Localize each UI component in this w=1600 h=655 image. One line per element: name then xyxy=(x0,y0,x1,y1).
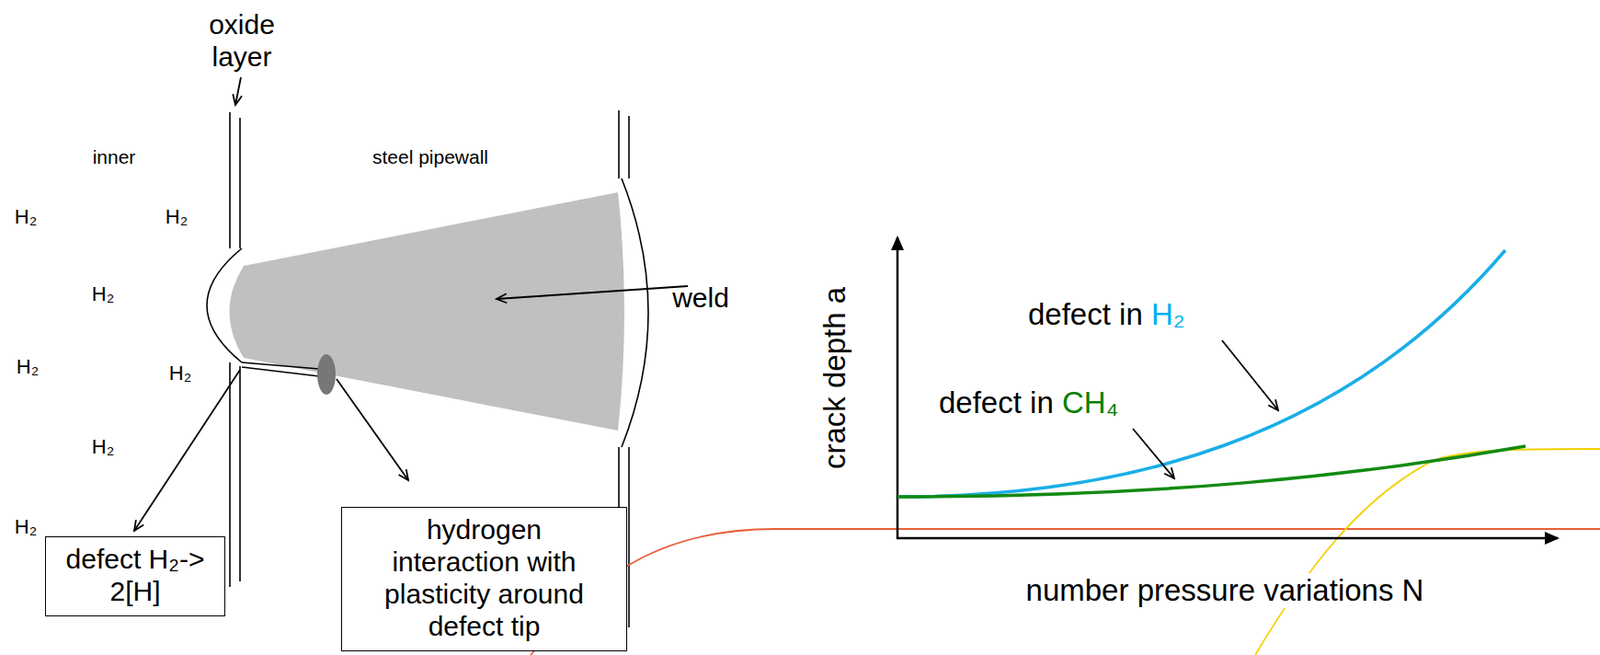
axis-title: crack depth a xyxy=(817,286,853,469)
callout-box: defect H₂-> 2[H] xyxy=(45,536,226,617)
region-label: steel pipewall xyxy=(372,146,489,169)
gas-label: H₂ xyxy=(91,282,115,306)
gas-label: H₂ xyxy=(16,354,39,378)
gas-label: H₂ xyxy=(14,205,37,229)
curve-label: defect in xyxy=(1028,297,1143,332)
box-text: defect H₂-> 2[H] xyxy=(53,542,218,607)
callout-box: hydrogen interaction with plasticity aro… xyxy=(341,506,628,652)
part-label: oxide layer xyxy=(191,9,293,73)
curve-label: CH₄ xyxy=(1062,385,1119,421)
gas-label: H₂ xyxy=(91,434,115,458)
curve-label: H₂ xyxy=(1151,297,1186,332)
gas-label: H₂ xyxy=(169,361,192,385)
part-label: weld xyxy=(672,282,730,315)
box-text: hydrogen interaction with plasticity aro… xyxy=(360,513,608,642)
axis-title: number pressure variations N xyxy=(1023,572,1428,608)
gas-label: H₂ xyxy=(165,205,188,229)
region-label: inner xyxy=(92,146,137,169)
gas-label: H₂ xyxy=(14,514,37,538)
curve-label: defect in xyxy=(938,385,1054,421)
chart xyxy=(530,237,1600,655)
